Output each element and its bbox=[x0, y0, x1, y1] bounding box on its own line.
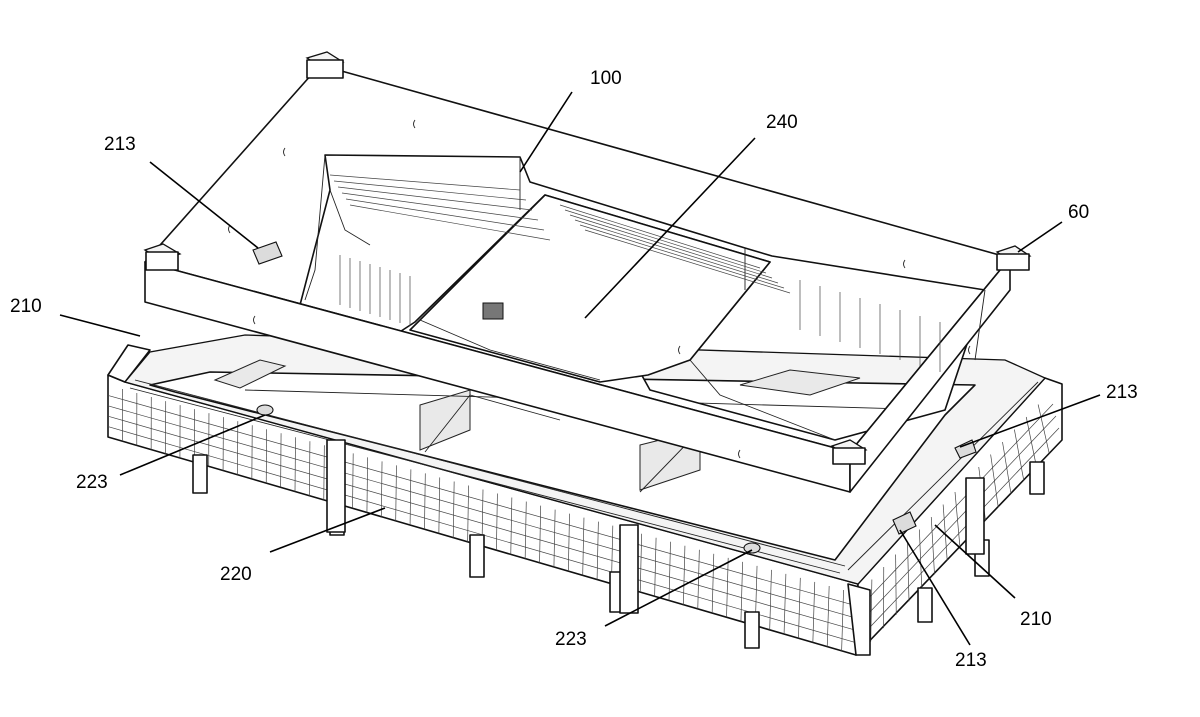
label-240: 240 bbox=[766, 112, 798, 133]
label-213-bottom: 213 bbox=[955, 650, 987, 671]
label-220: 220 bbox=[220, 564, 252, 585]
label-213-right: 213 bbox=[1106, 382, 1138, 403]
label-223-bottom: 223 bbox=[555, 629, 587, 650]
label-210-left: 210 bbox=[10, 296, 42, 317]
motor-block bbox=[483, 303, 503, 319]
label-60: 60 bbox=[1068, 202, 1089, 223]
label-223-left: 223 bbox=[76, 472, 108, 493]
label-100: 100 bbox=[590, 68, 622, 89]
label-210-right: 210 bbox=[1020, 609, 1052, 630]
label-213-top-left: 213 bbox=[104, 134, 136, 155]
